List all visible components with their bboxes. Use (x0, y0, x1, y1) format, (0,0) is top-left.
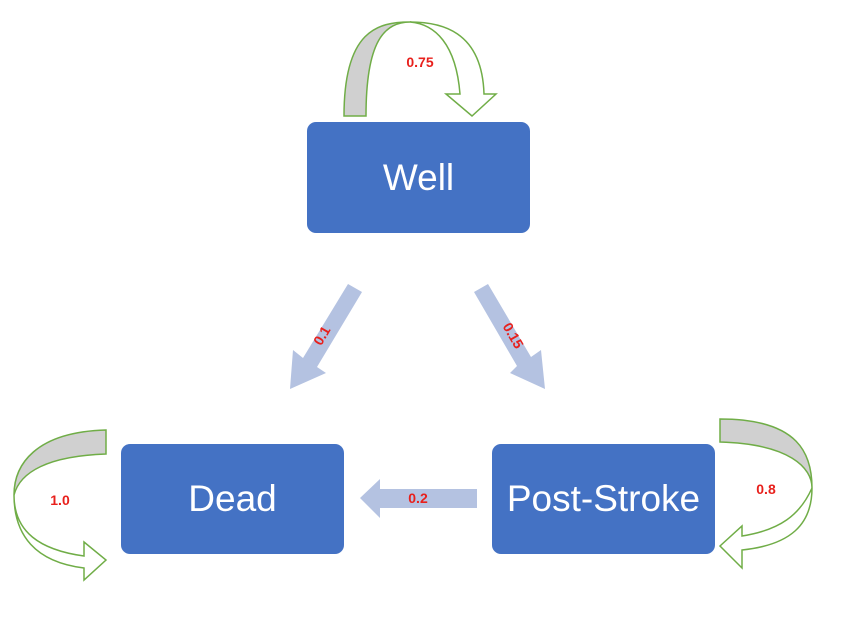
post-stroke-self-loop-probability: 0.8 (756, 481, 776, 497)
post-stroke-to-dead-arrow: 0.2 (360, 479, 477, 518)
state-dead-label: Dead (188, 478, 277, 519)
post-stroke-to-dead-probability: 0.2 (408, 490, 428, 506)
dead-self-loop-probability: 1.0 (50, 492, 70, 508)
well-self-loop-probability: 0.75 (406, 54, 433, 70)
well-self-loop-arrow: 0.75 (343, 21, 498, 117)
state-post-stroke-label: Post-Stroke (506, 478, 701, 519)
state-well: Well (307, 122, 530, 233)
dead-self-loop-arrow: 1.0 (13, 429, 108, 582)
well-to-dead-arrow: 0.1 (290, 284, 362, 389)
state-dead: Dead (121, 444, 344, 554)
well-to-post-stroke-arrow: 0.15 (474, 284, 545, 389)
state-well-label: Well (382, 156, 455, 198)
post-stroke-self-loop-arrow: 0.8 (718, 418, 813, 570)
state-post-stroke: Post-Stroke (492, 444, 715, 554)
